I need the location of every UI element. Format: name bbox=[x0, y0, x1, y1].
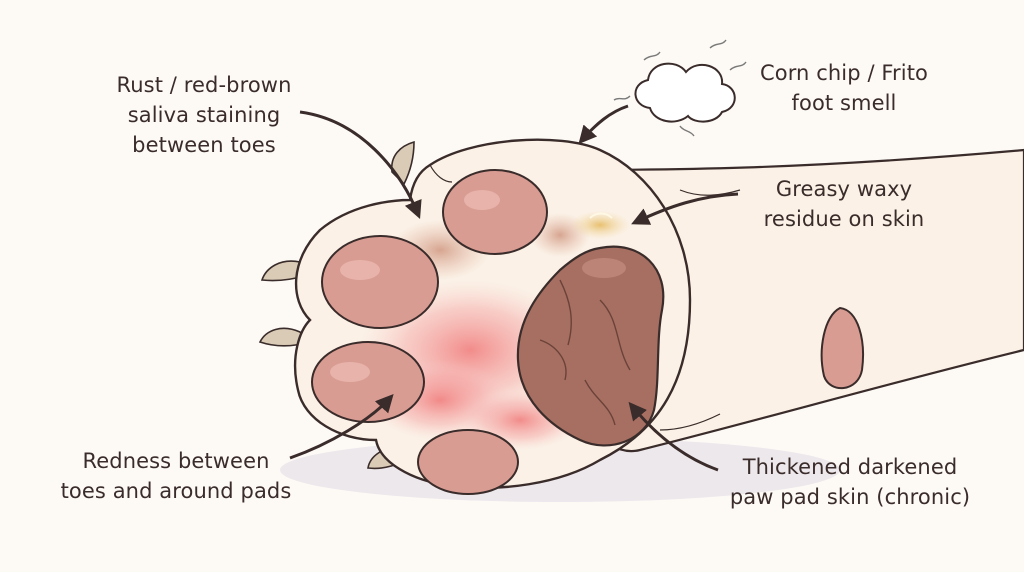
main-pad bbox=[516, 245, 665, 447]
label-thickened-line-1: Thickened darkened bbox=[742, 455, 958, 479]
greasy-shine bbox=[589, 212, 613, 219]
arrow-greasy bbox=[631, 192, 739, 225]
label-greasy-residue: Greasy waxy residue on skin bbox=[738, 174, 950, 234]
label-thickened-line-2: paw pad skin (chronic) bbox=[729, 485, 971, 509]
label-redness-line-2: toes and around pads bbox=[60, 479, 292, 503]
label-greasy-line-1: Greasy waxy bbox=[775, 177, 913, 201]
toe-pad-lower-left bbox=[311, 341, 425, 423]
label-saliva-line-3: between toes bbox=[132, 133, 276, 157]
label-smell: Corn chip / Frito foot smell bbox=[732, 58, 956, 118]
toe-pad-top bbox=[442, 169, 548, 255]
arrow-smell bbox=[578, 104, 629, 145]
label-smell-line-2: foot smell bbox=[791, 91, 897, 115]
label-redness: Redness between toes and around pads bbox=[40, 446, 312, 506]
claw-3 bbox=[390, 140, 415, 186]
label-saliva-staining: Rust / red-brown saliva staining between… bbox=[82, 70, 326, 160]
label-saliva-line-1: Rust / red-brown bbox=[116, 73, 292, 97]
smell-cloud-icon bbox=[613, 39, 747, 137]
toe-pad-upper-left bbox=[321, 235, 439, 329]
label-redness-line-1: Redness between bbox=[82, 449, 270, 473]
greasy-residue bbox=[570, 211, 630, 239]
toe-pad-bottom bbox=[417, 429, 519, 495]
label-saliva-line-2: saliva staining bbox=[127, 103, 281, 127]
arrow-redness bbox=[289, 394, 394, 460]
label-thickened-pad: Thickened darkened paw pad skin (chronic… bbox=[712, 452, 988, 512]
arrow-saliva bbox=[299, 110, 422, 219]
dewclaw-pad bbox=[820, 306, 864, 390]
label-smell-line-1: Corn chip / Frito bbox=[759, 61, 928, 85]
arrow-thickened bbox=[628, 401, 719, 472]
label-greasy-line-2: residue on skin bbox=[763, 207, 925, 231]
